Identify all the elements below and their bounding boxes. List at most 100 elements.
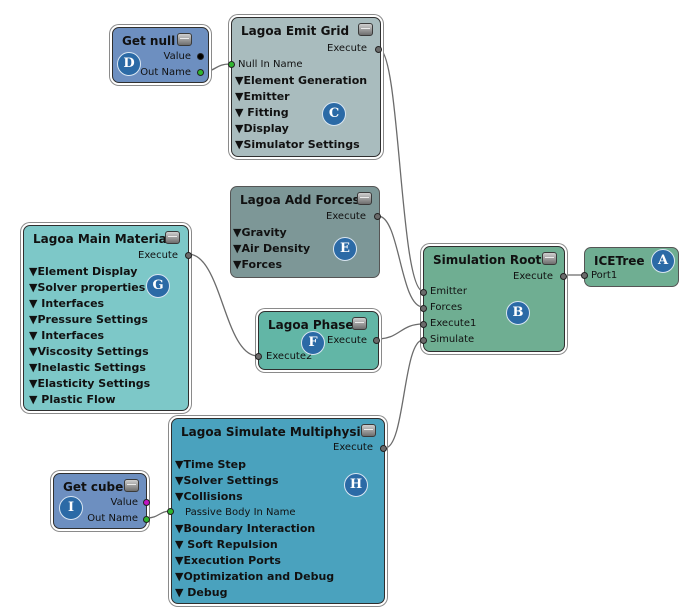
port-label-execute: Execute xyxy=(327,335,367,346)
node-title: Get null xyxy=(122,34,176,48)
node-title: Lagoa Phase xyxy=(268,318,354,332)
port-execute[interactable] xyxy=(380,445,387,452)
port-out-name[interactable] xyxy=(197,69,204,76)
port-label-port1: Port1 xyxy=(591,270,618,281)
node-simulation-root[interactable]: Simulation Root Execute Emitter Forces E… xyxy=(420,246,567,352)
param-group[interactable]: ▼Element Display xyxy=(29,265,138,278)
port-label-emitter: Emitter xyxy=(430,286,467,297)
port-execute[interactable] xyxy=(560,273,567,280)
port-execute[interactable] xyxy=(373,337,380,344)
port-execute[interactable] xyxy=(374,213,381,220)
port-simulate[interactable] xyxy=(420,337,427,344)
wire-multiphysics-to-simulate[interactable] xyxy=(384,339,424,449)
param-group[interactable]: ▼Execution Ports xyxy=(175,554,281,567)
port-label-out-name: Out Name xyxy=(87,513,138,524)
wire-emitgrid-to-emitter[interactable] xyxy=(378,48,424,292)
node-title: Lagoa Emit Grid xyxy=(241,24,350,38)
node-title: ICETree xyxy=(594,254,645,268)
node-get-cube[interactable]: Get cube Value Out Name I xyxy=(53,473,150,529)
param-group[interactable]: ▼ Interfaces xyxy=(29,329,105,342)
node-title: Get cube xyxy=(63,480,124,494)
collapse-button[interactable] xyxy=(352,317,367,330)
node-get-null[interactable]: Get null Value Out Name D xyxy=(112,27,209,83)
param-group[interactable]: ▼Solver properties xyxy=(29,281,146,294)
annotation-badge-d: D xyxy=(117,52,141,76)
param-group[interactable]: ▼Elasticity Settings xyxy=(29,377,151,390)
port-out-name[interactable] xyxy=(143,516,150,523)
param-group[interactable]: ▼Simulator Settings xyxy=(235,138,360,151)
port-label-execute: Execute xyxy=(326,211,366,222)
node-title: Lagoa Simulate Multiphysics xyxy=(181,425,375,439)
wire-phase-to-execute1[interactable] xyxy=(376,323,424,340)
port-label-execute: Execute xyxy=(327,43,367,54)
collapse-button[interactable] xyxy=(124,479,139,492)
param-group[interactable]: ▼ Interfaces xyxy=(29,297,105,310)
collapse-button[interactable] xyxy=(357,192,372,205)
port-port1[interactable] xyxy=(581,272,588,279)
param-group[interactable]: ▼Viscosity Settings xyxy=(29,345,149,358)
port-label-value: Value xyxy=(163,51,191,62)
node-icetree[interactable]: ICETree Port1 A xyxy=(581,247,679,287)
param-group[interactable]: ▼ Debug xyxy=(175,586,228,599)
port-execute1[interactable] xyxy=(420,321,427,328)
param-group[interactable]: ▼Forces xyxy=(233,258,283,271)
annotation-badge-b: B xyxy=(506,301,530,325)
node-title: Lagoa Add Forces xyxy=(240,193,360,207)
port-value[interactable] xyxy=(197,53,204,60)
param-group[interactable]: ▼Air Density xyxy=(233,242,311,255)
node-title: Simulation Root xyxy=(433,253,542,267)
annotation-badge-i: I xyxy=(59,496,83,520)
port-label-null-in-name: Null In Name xyxy=(238,59,303,70)
port-label-execute1: Execute1 xyxy=(430,318,477,329)
param-group[interactable]: ▼Optimization and Debug xyxy=(175,570,335,583)
port-execute[interactable] xyxy=(375,46,382,53)
annotation-badge-e: E xyxy=(333,237,357,261)
port-null-in-name[interactable] xyxy=(228,61,235,68)
node-lagoa-simulate-multiphysics[interactable]: Lagoa Simulate Multiphysics Execute ▼Tim… xyxy=(167,418,387,604)
annotation-badge-c: C xyxy=(322,102,346,126)
port-label-execute: Execute xyxy=(138,250,178,261)
collapse-button[interactable] xyxy=(361,424,376,437)
port-label-value: Value xyxy=(110,497,138,508)
port-value[interactable] xyxy=(143,499,150,506)
param-group[interactable]: ▼Inelastic Settings xyxy=(29,361,146,374)
annotation-badge-f: F xyxy=(301,331,325,355)
collapse-button[interactable] xyxy=(177,33,192,46)
node-lagoa-main-material[interactable]: Lagoa Main Material Execute ▼Element Dis… xyxy=(23,225,192,411)
annotation-badge-g: G xyxy=(146,274,170,298)
collapse-button[interactable] xyxy=(358,23,373,36)
node-lagoa-phase[interactable]: Lagoa Phase Execute Execute2 F xyxy=(255,311,380,370)
node-lagoa-add-forces[interactable]: Lagoa Add Forces Execute ▼Gravity ▼Air D… xyxy=(230,186,381,278)
collapse-button[interactable] xyxy=(542,252,557,265)
param-group[interactable]: ▼ Soft Repulsion xyxy=(175,538,278,551)
port-label-passive-body-in-name: Passive Body In Name xyxy=(185,507,296,518)
param-group[interactable]: ▼Gravity xyxy=(233,226,287,239)
param-group[interactable]: ▼ Fitting xyxy=(235,106,289,119)
param-group[interactable]: ▼Boundary Interaction xyxy=(175,522,316,535)
param-group[interactable]: ▼ Plastic Flow xyxy=(29,393,116,406)
param-group[interactable]: ▼Collisions xyxy=(175,490,243,503)
port-label-out-name: Out Name xyxy=(140,67,191,78)
annotation-badge-a: A xyxy=(651,249,675,273)
collapse-button[interactable] xyxy=(165,231,180,244)
param-group[interactable]: ▼Emitter xyxy=(235,90,290,103)
port-execute2[interactable] xyxy=(255,353,262,360)
port-label-forces: Forces xyxy=(430,302,463,313)
port-emitter[interactable] xyxy=(420,289,427,296)
port-execute[interactable] xyxy=(185,252,192,259)
port-label-execute2: Execute2 xyxy=(266,351,313,362)
param-group[interactable]: ▼Solver Settings xyxy=(175,474,279,487)
param-group[interactable]: ▼Display xyxy=(235,122,289,135)
port-passive-body-in-name[interactable] xyxy=(167,508,174,515)
param-group[interactable]: ▼Time Step xyxy=(175,458,247,471)
param-group[interactable]: ▼Element Generation xyxy=(235,74,368,87)
port-label-execute: Execute xyxy=(513,271,553,282)
node-title: Lagoa Main Material xyxy=(33,232,171,246)
node-lagoa-emit-grid[interactable]: Lagoa Emit Grid Execute Null In Name ▼El… xyxy=(228,17,382,157)
port-forces[interactable] xyxy=(420,305,427,312)
annotation-badge-h: H xyxy=(344,473,368,497)
port-label-simulate: Simulate xyxy=(430,334,475,345)
port-label-execute: Execute xyxy=(333,442,373,453)
param-group[interactable]: ▼Pressure Settings xyxy=(29,313,148,326)
wire-addforces-to-forces[interactable] xyxy=(377,215,424,308)
